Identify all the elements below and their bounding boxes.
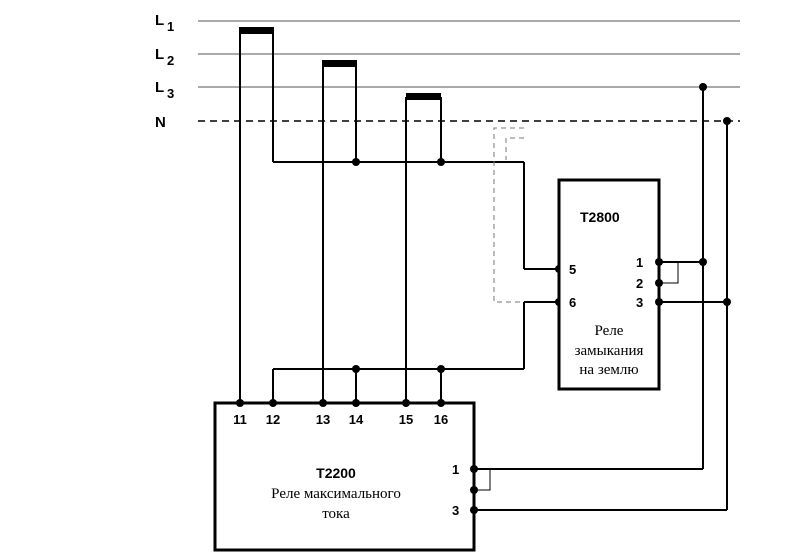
current-transformer-l2 <box>322 60 357 67</box>
relay-t2800-code: T2800 <box>580 209 620 225</box>
relay-t2800-terminal-1: 1 <box>636 255 643 270</box>
junction-dot <box>352 158 360 166</box>
bus-label-n: N <box>155 114 166 131</box>
relay-t2200-terminal-15: 15 <box>399 412 413 427</box>
relay-t2200-desc-1: Реле максимального <box>271 486 401 502</box>
relay-t2200-terminal-11: 11 <box>233 412 247 427</box>
terminal-dot <box>269 399 277 407</box>
svg-text:2: 2 <box>167 53 174 68</box>
current-transformer-l3 <box>406 93 441 100</box>
svg-text:L: L <box>155 79 164 96</box>
relay-t2800-terminal-2: 2 <box>636 276 643 291</box>
terminal-dot <box>655 298 663 306</box>
bus-label-l3: L 3 <box>155 79 174 101</box>
junction-dot <box>723 298 731 306</box>
relay-t2200: 11 12 13 14 15 16 1 3 T2200 Реле максима… <box>213 401 476 552</box>
relay-t2800-terminal-6: 6 <box>569 295 576 310</box>
terminal-dot <box>402 399 410 407</box>
relay-t2800-desc-1: Реле <box>595 323 624 339</box>
optional-dashed-link <box>493 127 524 303</box>
bus-label-l1: L 1 <box>155 12 174 34</box>
supply-wiring <box>474 87 728 511</box>
junction-dot <box>723 117 731 125</box>
terminal-bridge-t2800 <box>659 261 679 284</box>
relay-t2800-terminal-5: 5 <box>569 262 576 277</box>
terminal-dot <box>470 465 478 473</box>
svg-text:L: L <box>155 12 164 29</box>
relay-t2200-terminal-1: 1 <box>452 462 459 477</box>
terminal-dot <box>470 486 478 494</box>
terminal-dot <box>319 399 327 407</box>
relay-t2800: T2800 5 6 1 2 3 Реле замыкания на землю <box>557 178 661 391</box>
relay-t2200-terminal-3: 3 <box>452 503 459 518</box>
terminal-dot <box>352 399 360 407</box>
junction-dot <box>699 258 707 266</box>
terminal-dot <box>437 399 445 407</box>
svg-text:1: 1 <box>167 19 174 34</box>
relay-t2200-terminal-12: 12 <box>266 412 280 427</box>
current-transformer-l1 <box>239 27 274 34</box>
junction-dot <box>437 158 445 166</box>
bus-label-l2: L 2 <box>155 46 174 68</box>
relay-t2200-desc-2: тока <box>322 506 350 522</box>
terminal-bridge-t2200 <box>474 468 491 491</box>
relay-t2800-terminal-3: 3 <box>636 295 643 310</box>
junction-dot <box>437 365 445 373</box>
ct-wiring <box>239 30 559 403</box>
relay-t2200-code: T2200 <box>316 465 356 481</box>
relay-t2200-terminal-14: 14 <box>349 412 364 427</box>
terminal-dot <box>236 399 244 407</box>
relay-t2800-desc-2: замыкания <box>575 343 644 359</box>
relay-t2200-terminal-13: 13 <box>316 412 330 427</box>
svg-text:L: L <box>155 46 164 63</box>
junction-dot <box>352 365 360 373</box>
svg-text:3: 3 <box>167 86 174 101</box>
relay-t2200-terminal-16: 16 <box>434 412 448 427</box>
relay-t2800-desc-3: на землю <box>579 362 638 378</box>
terminal-dot <box>470 506 478 514</box>
terminal-dot <box>655 258 663 266</box>
junction-dot <box>699 83 707 91</box>
terminal-dot <box>655 279 663 287</box>
